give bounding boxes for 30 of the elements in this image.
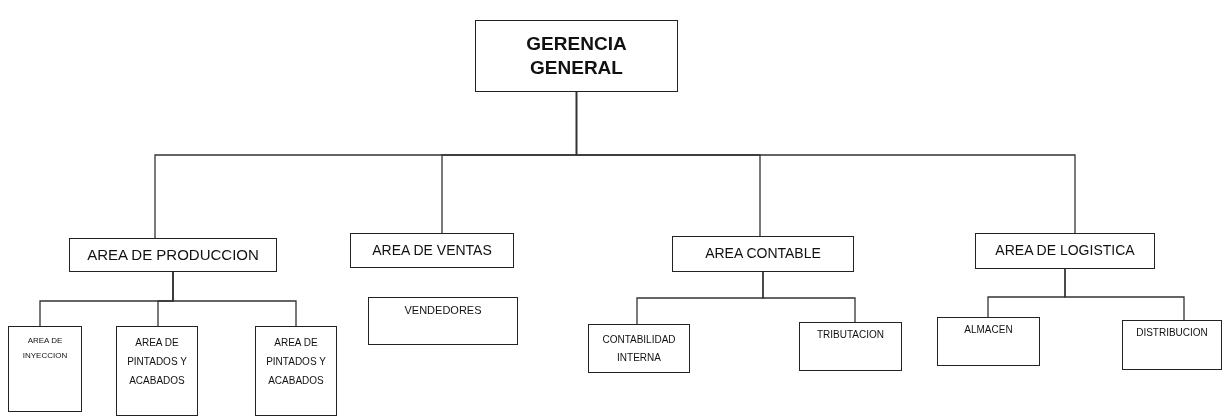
org-box (588, 324, 690, 373)
connector-line (762, 271, 856, 323)
connector-line (172, 271, 297, 327)
connector-line (1064, 268, 1185, 321)
org-box (475, 20, 678, 92)
box-label: AREA DE INYECCION (21, 335, 69, 363)
connector-line (575, 91, 1076, 234)
org-box (975, 233, 1155, 269)
box-label: GERENCIA GENERAL (525, 32, 628, 80)
org-box (255, 326, 337, 416)
box-label: ALMACEN (964, 324, 1013, 337)
org-box (937, 317, 1040, 366)
box-label: AREA DE VENTAS (372, 241, 492, 260)
box-label: AREA DE PINTADOS Y ACABADOS (265, 336, 327, 388)
org-box (350, 233, 514, 268)
org-box (672, 236, 854, 272)
org-box (799, 322, 902, 371)
box-label: TRIBUTACION (816, 329, 884, 342)
box-label: VENDEDORES (404, 304, 482, 318)
box-label: AREA DE LOGISTICA (995, 242, 1135, 260)
org-box (368, 297, 518, 345)
box-label: AREA CONTABLE (705, 245, 821, 263)
box-label: AREA DE PINTADOS Y ACABADOS (126, 336, 188, 388)
box-label: DISTRIBUCION (1136, 327, 1208, 340)
org-box (69, 238, 277, 272)
org-box (1122, 320, 1222, 370)
org-box (116, 326, 198, 416)
org-box (8, 326, 82, 412)
box-label: AREA DE PRODUCCION (87, 245, 259, 265)
box-label: CONTABILIDAD INTERNA (601, 332, 677, 365)
